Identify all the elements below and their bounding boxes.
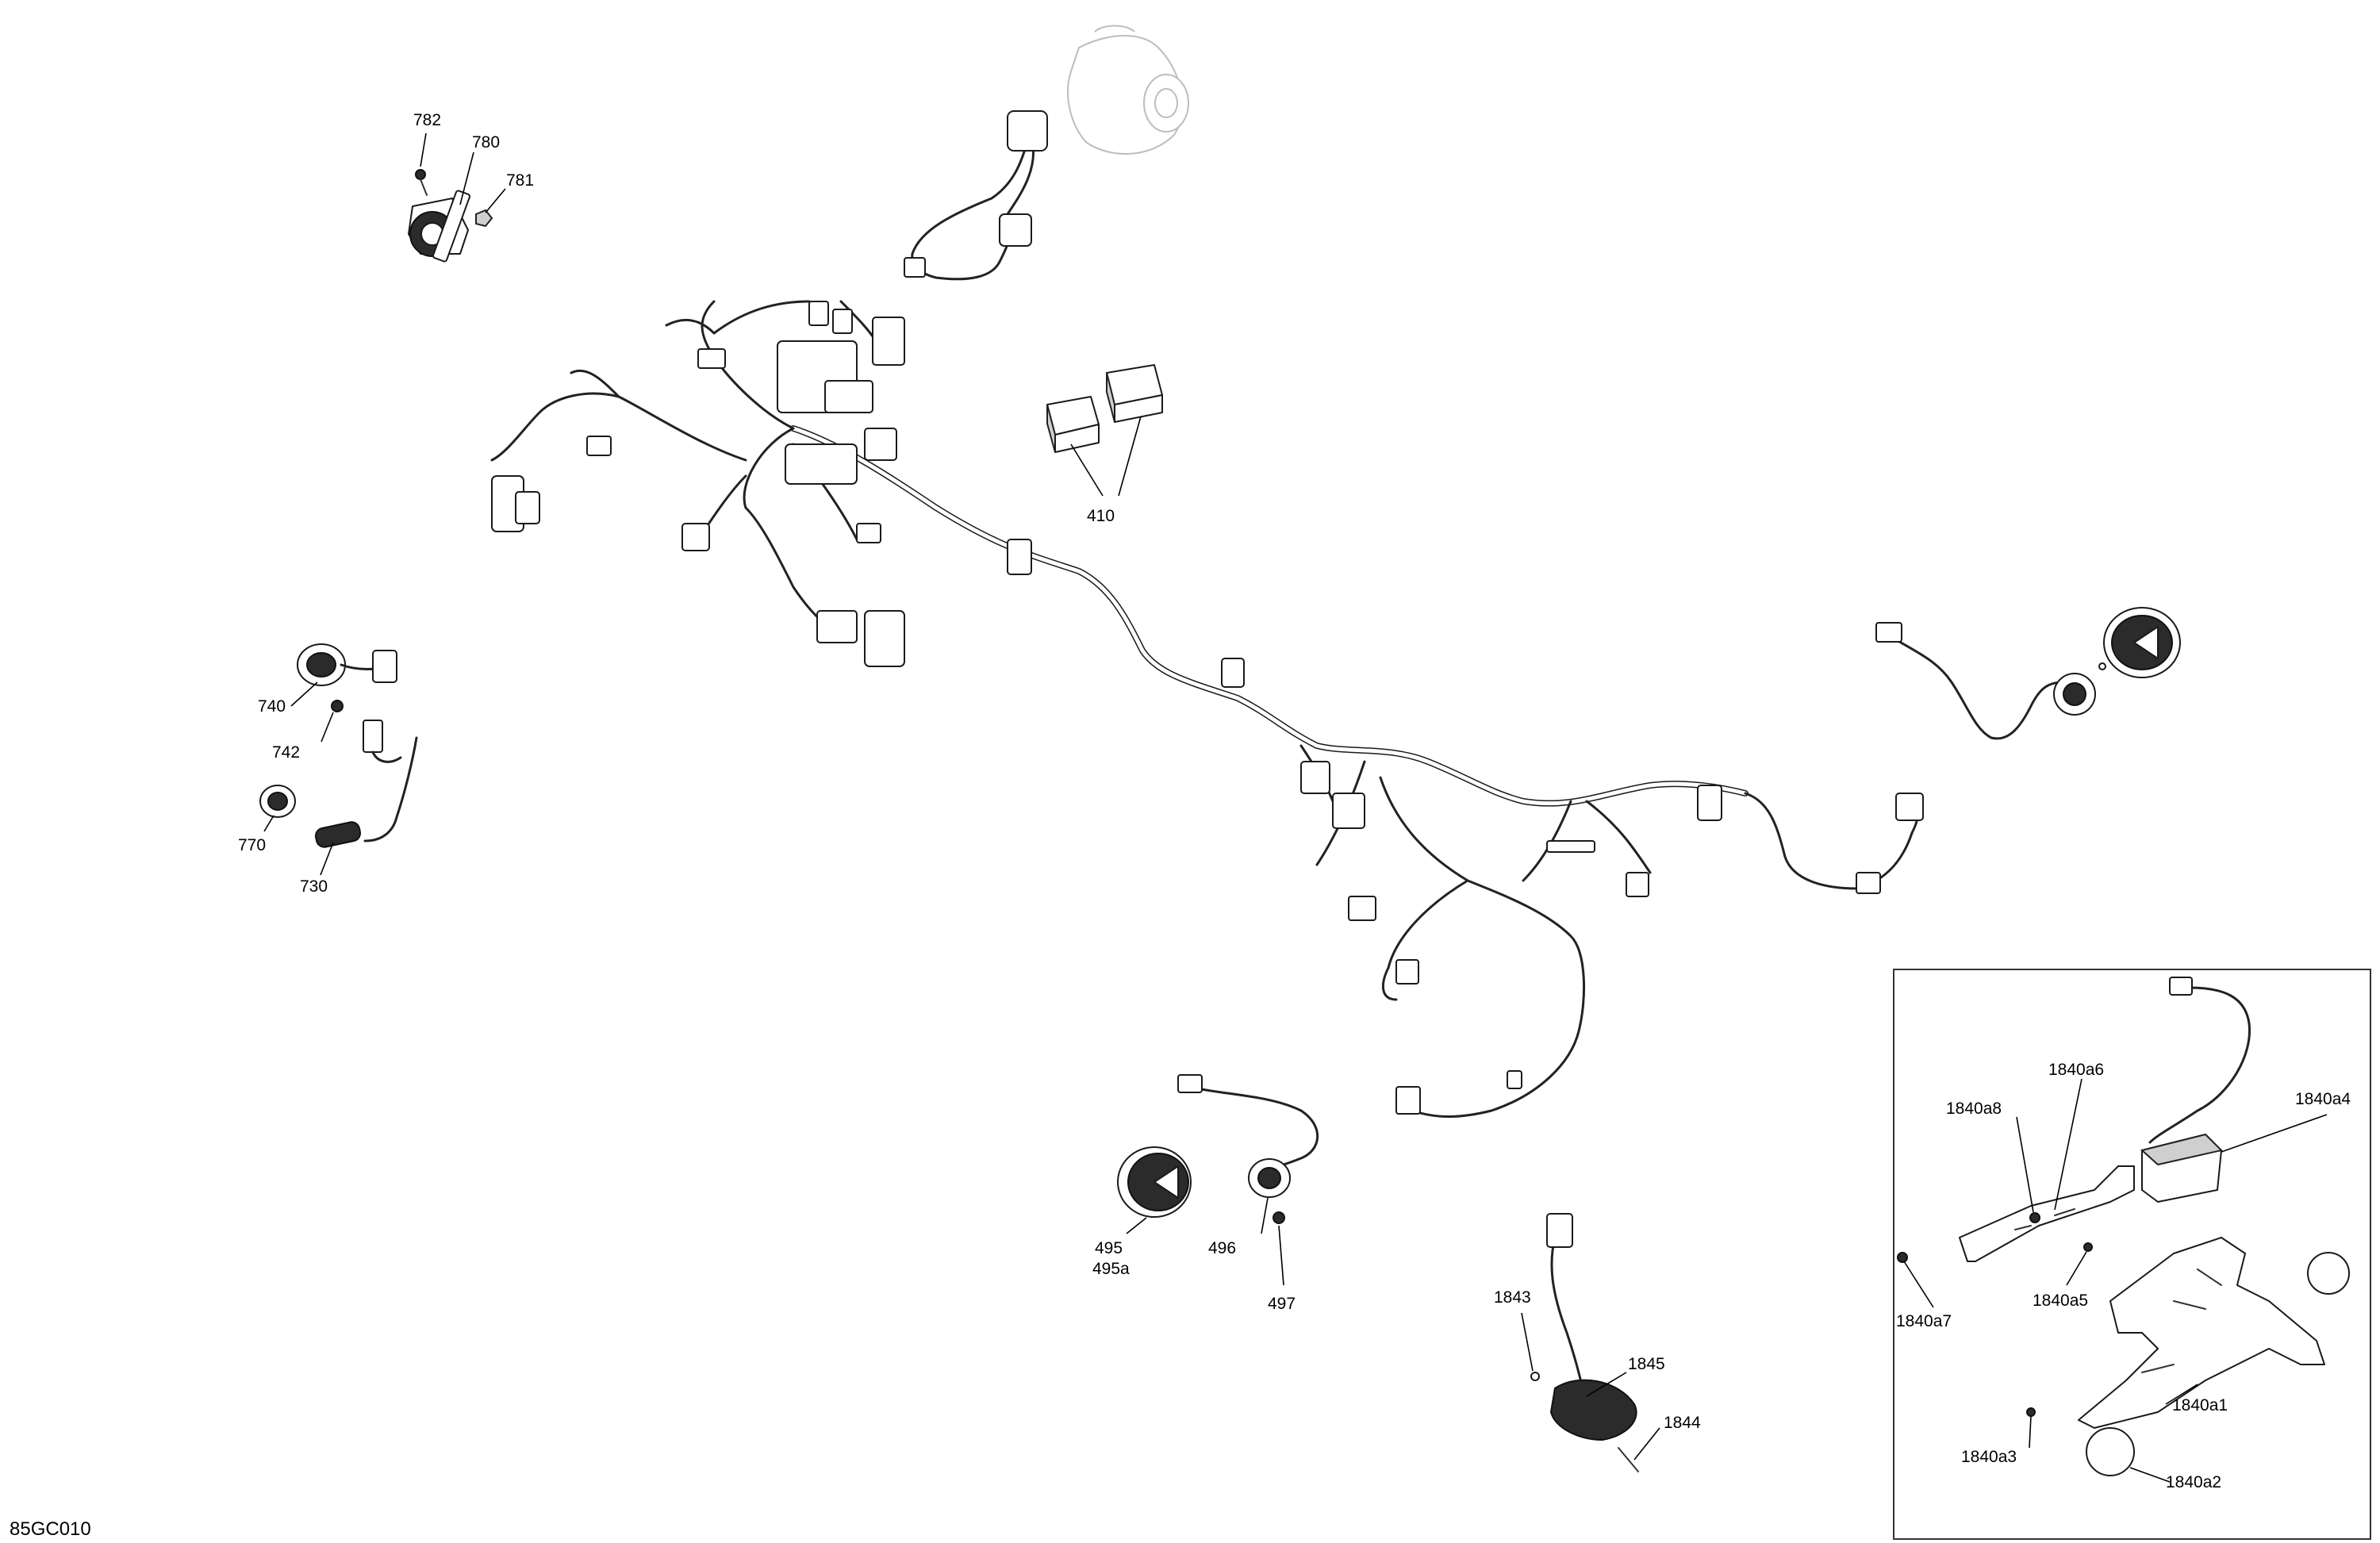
sensor-icon <box>259 785 296 818</box>
callout-740: 740 <box>258 697 286 716</box>
sensor-icon <box>904 110 1048 281</box>
callout-1843: 1843 <box>1494 1288 1531 1307</box>
harness-connector <box>681 523 710 551</box>
callout-1840a5: 1840a5 <box>2033 1292 2088 1310</box>
screw-icon <box>1897 1212 2093 1417</box>
bracket-icon <box>1959 1165 2135 1262</box>
harness-connector <box>1626 872 1649 897</box>
diagram-code: 85GC010 <box>10 1518 91 1540</box>
harness-connector <box>697 348 726 369</box>
harness-connector <box>872 317 905 366</box>
harness-connector <box>1507 1070 1522 1089</box>
harness-connector <box>515 491 540 524</box>
callout-1840a7: 1840a7 <box>1896 1312 1952 1330</box>
light-icon <box>1875 607 2181 740</box>
harness-connector <box>856 523 881 543</box>
screw-icon <box>331 700 344 712</box>
bracket-icon <box>2078 1237 2325 1429</box>
light-icon <box>1530 1213 1639 1472</box>
callout-497: 497 <box>1268 1295 1296 1313</box>
nut-icon <box>475 209 493 228</box>
callout-495a: 495a <box>1092 1260 1130 1278</box>
harness-connector <box>785 443 858 485</box>
harness-connector <box>832 309 853 334</box>
callout-781: 781 <box>506 171 534 190</box>
callout-1844: 1844 <box>1664 1414 1701 1432</box>
fuse-icon <box>1046 396 1100 453</box>
screw-icon <box>415 169 428 196</box>
plug-icon <box>2086 1252 2350 1476</box>
harness-connector <box>816 610 858 643</box>
callout-496: 496 <box>1208 1239 1236 1257</box>
harness-connector <box>1895 793 1924 821</box>
connector-icon <box>2148 977 2251 1144</box>
headlight-ghost-icon <box>1067 25 1189 155</box>
callout-742: 742 <box>272 743 300 762</box>
harness-connector <box>1697 785 1722 821</box>
harness-clip <box>1546 840 1595 853</box>
inset-frame <box>1893 969 2371 1540</box>
harness-connector <box>864 610 905 667</box>
callout-1840a8: 1840a8 <box>1946 1100 2002 1118</box>
light-icon <box>297 643 397 686</box>
harness-connector <box>864 428 897 461</box>
callout-1840a1: 1840a1 <box>2172 1396 2228 1414</box>
light-icon <box>1117 1146 1192 1218</box>
fuse-icon <box>1106 364 1163 423</box>
cable-end-icon <box>314 821 362 848</box>
horn-icon <box>408 190 471 263</box>
harness-connector <box>1221 658 1245 688</box>
harness-connector <box>1300 761 1330 794</box>
callout-730: 730 <box>300 877 328 896</box>
harness-connector <box>1395 1086 1421 1115</box>
harness-connector <box>824 380 873 413</box>
callout-1840a3: 1840a3 <box>1961 1448 2017 1466</box>
light-socket-icon <box>1177 1074 1319 1198</box>
leader-lines <box>263 132 2328 1483</box>
screw-icon <box>1273 1211 1285 1224</box>
callout-1840a2: 1840a2 <box>2166 1473 2221 1491</box>
harness-connector <box>586 436 612 456</box>
callout-410: 410 <box>1087 507 1115 525</box>
callout-1840a6: 1840a6 <box>2048 1061 2104 1079</box>
callout-770: 770 <box>238 836 266 854</box>
callout-780: 780 <box>472 133 500 152</box>
callout-1845: 1845 <box>1628 1355 1665 1373</box>
light-housing-icon <box>2140 1133 2223 1203</box>
connector-icon <box>363 720 418 843</box>
callout-782: 782 <box>413 111 441 129</box>
harness-connector <box>1007 539 1032 575</box>
harness-connector <box>808 301 829 326</box>
wiring-harness-icon <box>490 300 1924 1118</box>
callout-1840a4: 1840a4 <box>2295 1090 2351 1108</box>
harness-connector <box>1395 959 1419 985</box>
callout-labels: 782 780 781 410 740 742 770 730 495 495a… <box>10 111 2351 1540</box>
callout-495: 495 <box>1095 1239 1123 1257</box>
harness-connector <box>1332 793 1365 829</box>
harness-connector <box>1348 896 1376 921</box>
harness-connector <box>1856 872 1881 894</box>
